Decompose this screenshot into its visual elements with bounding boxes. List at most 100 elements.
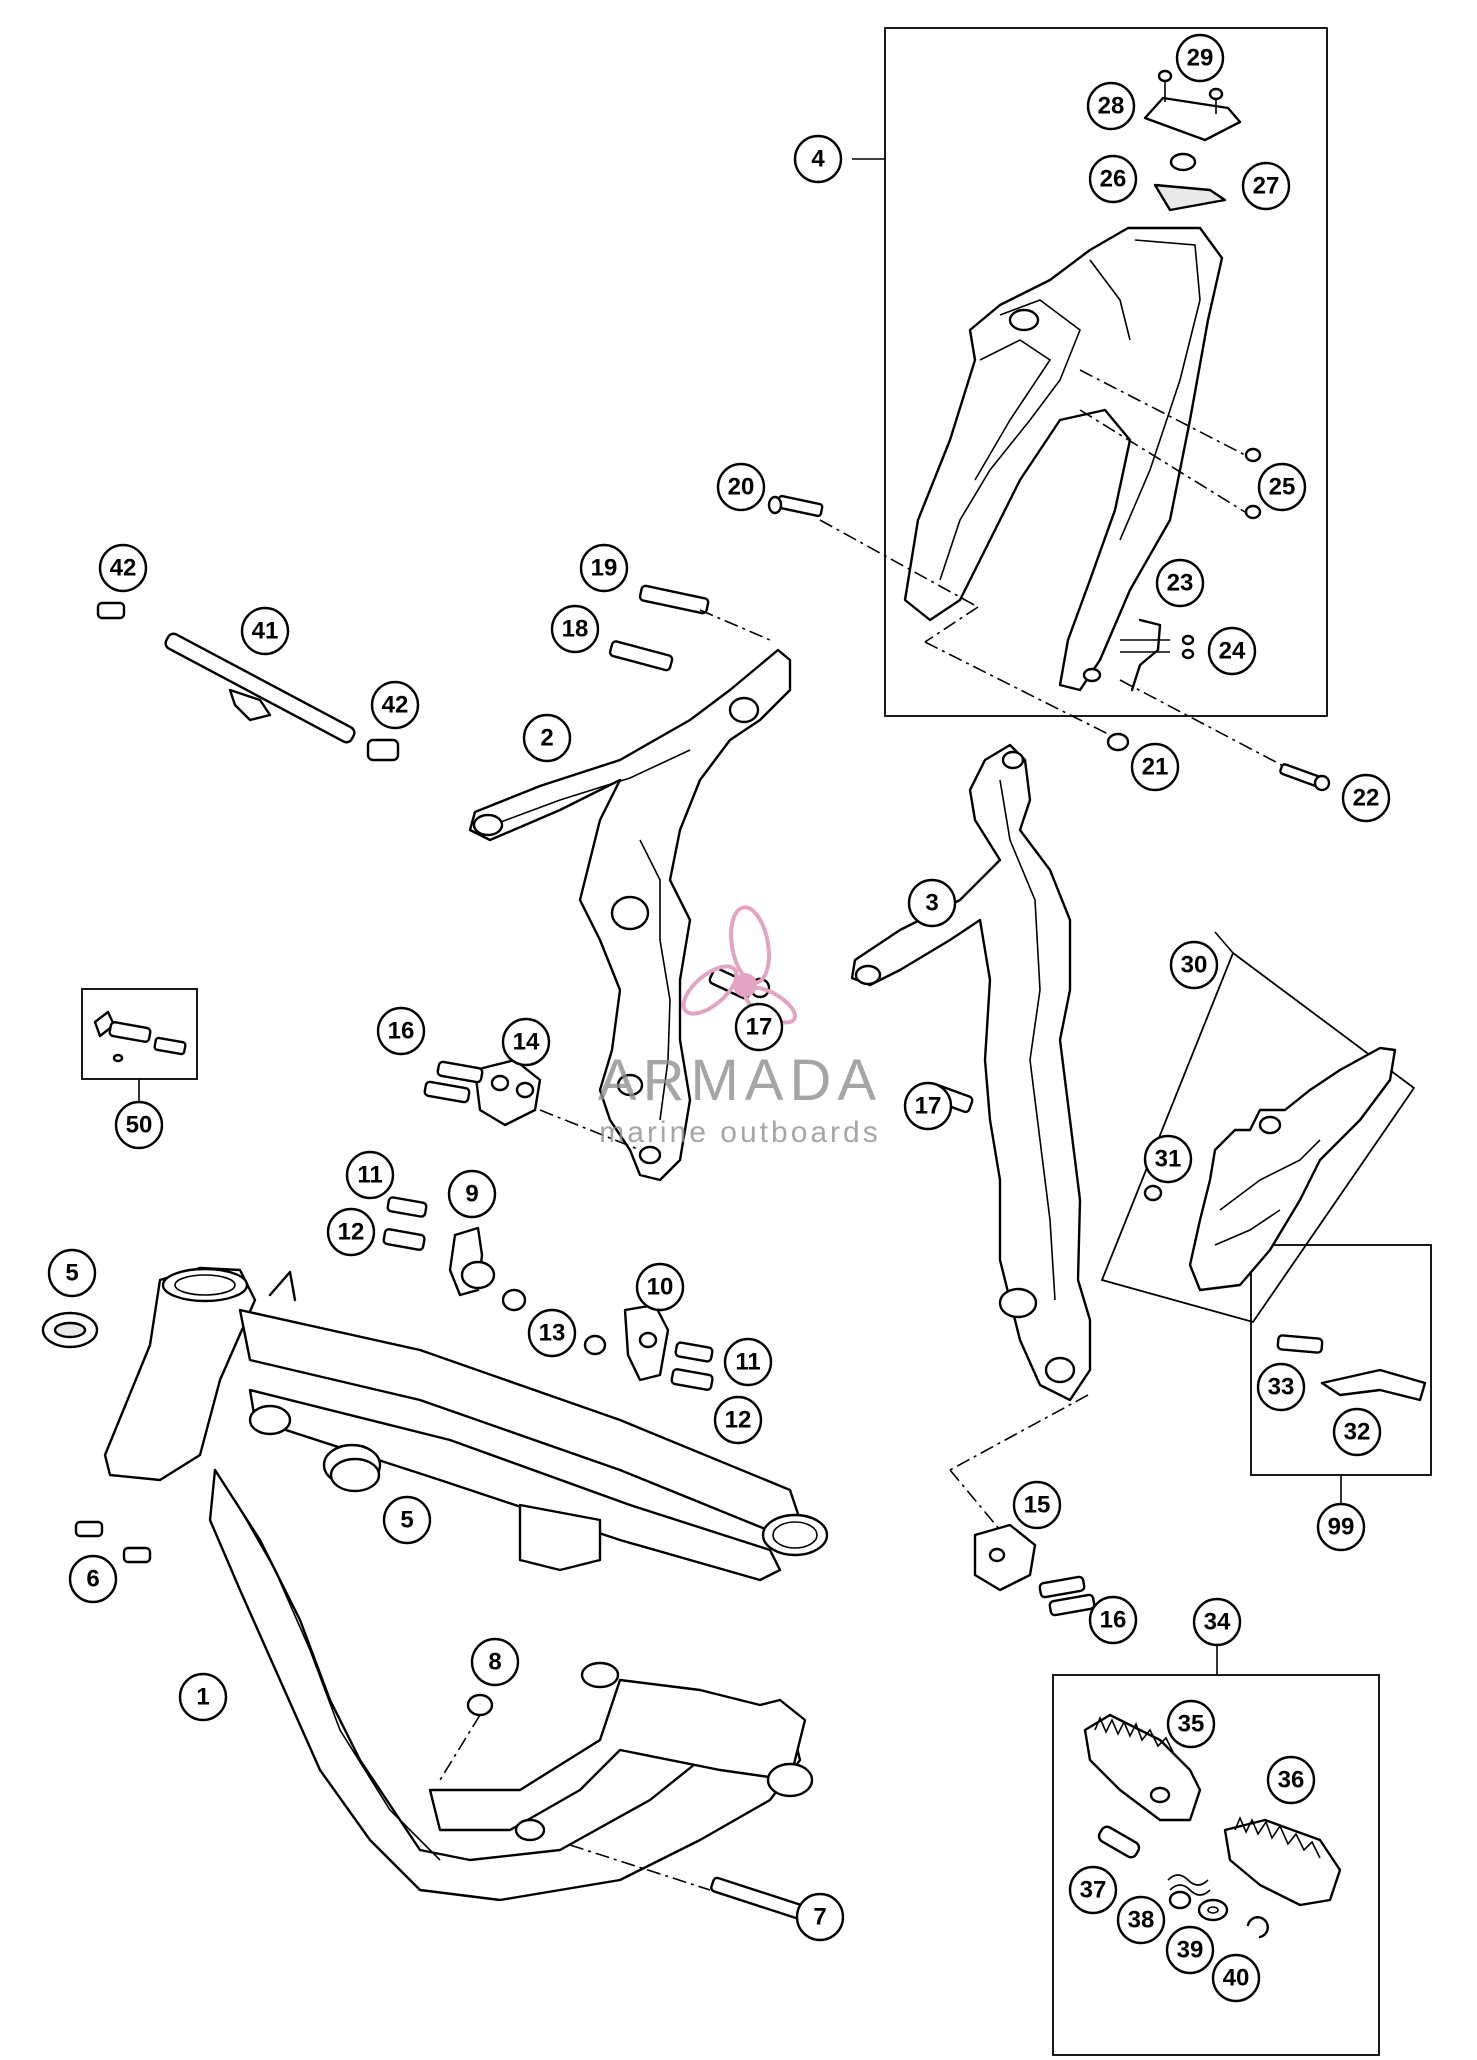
svg-text:19: 19 <box>591 555 618 582</box>
callout-17-left: 17 <box>734 1002 784 1052</box>
callout-1: 1 <box>178 1672 228 1722</box>
svg-text:4: 4 <box>811 146 825 173</box>
svg-text:17: 17 <box>746 1014 773 1041</box>
svg-text:38: 38 <box>1128 1907 1155 1934</box>
svg-text:7: 7 <box>813 1904 826 1931</box>
main-frame <box>103 1266 829 1902</box>
footrest-35 <box>1083 1713 1202 1822</box>
callout-10: 10 <box>635 1262 685 1312</box>
pin-37 <box>1097 1825 1141 1859</box>
callout-13: 13 <box>527 1308 577 1358</box>
callout-12-top: 12 <box>326 1207 376 1257</box>
callout-19: 19 <box>579 543 629 593</box>
svg-text:15: 15 <box>1024 1492 1051 1519</box>
spacer-42b <box>366 738 400 762</box>
washer-39 <box>1197 1898 1229 1922</box>
svg-text:34: 34 <box>1204 1609 1231 1636</box>
svg-text:28: 28 <box>1098 93 1125 120</box>
svg-text:31: 31 <box>1155 1146 1182 1173</box>
callout-26: 26 <box>1088 154 1138 204</box>
frame-side-left <box>468 648 792 1182</box>
callout-42-bottom: 42 <box>370 680 420 730</box>
callout-31: 31 <box>1143 1134 1193 1184</box>
callout-33: 33 <box>1256 1362 1306 1412</box>
callout-37: 37 <box>1068 1865 1118 1915</box>
bracket-23 <box>1120 618 1170 692</box>
svg-text:99: 99 <box>1328 1514 1355 1541</box>
svg-text:24: 24 <box>1219 638 1246 665</box>
callout-30: 30 <box>1169 940 1219 990</box>
bolt-20 <box>767 494 824 518</box>
svg-text:25: 25 <box>1269 474 1296 501</box>
svg-text:41: 41 <box>252 618 279 645</box>
callout-8: 8 <box>470 1637 520 1687</box>
engine-mount-14 <box>473 1058 542 1127</box>
callout-42-top: 42 <box>98 543 148 593</box>
callout-12-bottom: 12 <box>713 1395 763 1445</box>
svg-text:36: 36 <box>1278 1767 1305 1794</box>
skid-guard-30 <box>1188 1046 1397 1292</box>
watermark-tagline: marine outboards <box>599 1116 880 1149</box>
bolt-11b <box>674 1341 714 1363</box>
bolt-11a <box>386 1196 428 1218</box>
svg-text:11: 11 <box>735 1349 760 1376</box>
callout-2: 2 <box>522 713 572 763</box>
cover-5a <box>41 1311 99 1349</box>
spring-38 <box>1167 1874 1211 1910</box>
watermark-brand: ARMADA <box>598 1048 882 1113</box>
svg-text:16: 16 <box>1100 1607 1127 1634</box>
svg-text:5: 5 <box>65 1260 78 1287</box>
callout-50: 50 <box>114 1100 164 1150</box>
svg-text:30: 30 <box>1181 952 1208 979</box>
svg-text:20: 20 <box>728 474 755 501</box>
svg-text:27: 27 <box>1253 173 1280 200</box>
bolt-12b <box>670 1368 714 1391</box>
svg-text:14: 14 <box>513 1029 540 1056</box>
svg-text:42: 42 <box>382 692 409 719</box>
callout-7: 7 <box>795 1892 845 1942</box>
bolts-16b <box>1038 1575 1096 1617</box>
bolts-16a <box>423 1060 484 1104</box>
bracket-9 <box>448 1226 496 1297</box>
bolt-33 <box>1276 1334 1324 1354</box>
callout-24: 24 <box>1207 626 1257 676</box>
callout-4: 4 <box>793 134 843 184</box>
callout-27: 27 <box>1241 161 1291 211</box>
svg-text:3: 3 <box>925 890 938 917</box>
guard-32 <box>1320 1368 1427 1402</box>
engine-mount-15 <box>973 1523 1037 1592</box>
subframe <box>903 69 1242 692</box>
svg-text:16: 16 <box>388 1018 415 1045</box>
bolts-6 <box>74 1520 152 1564</box>
callout-15: 15 <box>1012 1480 1062 1530</box>
bolt-25b <box>1244 504 1262 520</box>
callout-35: 35 <box>1166 1699 1216 1749</box>
svg-text:10: 10 <box>647 1274 674 1301</box>
callout-20: 20 <box>716 462 766 512</box>
footrest-36 <box>1223 1815 1342 1907</box>
svg-text:5: 5 <box>400 1507 413 1534</box>
svg-text:29: 29 <box>1187 45 1214 72</box>
callout-36: 36 <box>1266 1755 1316 1805</box>
svg-text:2: 2 <box>540 725 553 752</box>
bracket-10 <box>623 1303 670 1382</box>
svg-text:12: 12 <box>338 1219 365 1246</box>
callout-11-top: 11 <box>345 1150 395 1200</box>
bolt-19 <box>638 584 710 615</box>
svg-text:6: 6 <box>86 1566 99 1593</box>
svg-text:1: 1 <box>196 1684 209 1711</box>
skid-plate-group-box <box>1100 951 1416 1324</box>
callout-5-left: 5 <box>47 1248 97 1298</box>
callout-40: 40 <box>1211 1953 1261 2003</box>
callout-11-bottom: 11 <box>723 1337 773 1387</box>
callout-29: 29 <box>1175 33 1225 83</box>
callout-3: 3 <box>907 878 957 928</box>
footrest-group-box <box>1052 1674 1380 2056</box>
svg-text:32: 32 <box>1344 1419 1371 1446</box>
callout-22: 22 <box>1341 773 1391 823</box>
svg-text:12: 12 <box>725 1407 752 1434</box>
callout-41: 41 <box>240 606 290 656</box>
svg-text:17: 17 <box>915 1093 942 1120</box>
watermark: ARMADA marine outboards <box>598 905 882 1149</box>
callout-17-right: 17 <box>903 1081 953 1131</box>
